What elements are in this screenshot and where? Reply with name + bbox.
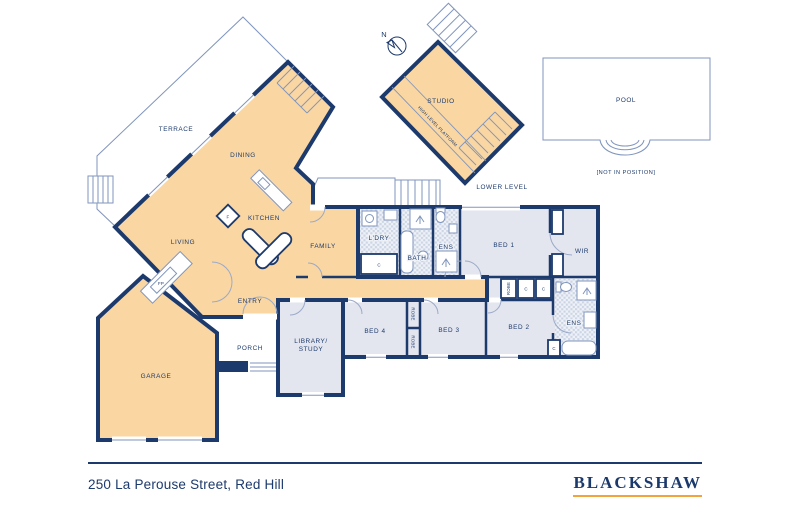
toilet bbox=[435, 211, 446, 223]
kitchen-island bbox=[255, 232, 293, 270]
windows bbox=[112, 93, 520, 444]
label-cupboard: C bbox=[377, 263, 380, 268]
label-studio: STUDIO bbox=[427, 98, 454, 105]
label-entry: ENTRY bbox=[238, 298, 262, 305]
label-wir: WIR bbox=[575, 248, 589, 255]
high-level-platform-lines bbox=[391, 75, 487, 174]
laundry-sink bbox=[383, 209, 398, 221]
north-compass: N bbox=[381, 30, 407, 56]
label-bath: BATH bbox=[408, 255, 427, 262]
label-fireplace: FP bbox=[158, 281, 164, 286]
pool-area bbox=[542, 57, 711, 156]
cupboard-cell bbox=[517, 278, 535, 299]
fireplace bbox=[139, 250, 193, 304]
label-cupboard: C bbox=[552, 346, 555, 351]
label-cupboard: C bbox=[542, 287, 545, 292]
outdoor-outlines bbox=[87, 2, 711, 372]
joinery bbox=[215, 203, 564, 357]
garage-outline bbox=[96, 273, 219, 442]
blackshaw-logo: BLACKSHAW bbox=[573, 473, 702, 497]
wir-shelf bbox=[551, 209, 564, 235]
north-arrow bbox=[386, 39, 396, 49]
laundry-cupboard bbox=[360, 253, 398, 275]
door-gaps bbox=[243, 204, 501, 320]
label-ens-main: ENS bbox=[439, 244, 454, 251]
kitchen-bench bbox=[250, 169, 293, 212]
studio-stairs bbox=[458, 111, 513, 166]
ens2-cupboard bbox=[547, 339, 561, 357]
stairs bbox=[276, 65, 513, 174]
studio-entry-stairs bbox=[426, 2, 478, 54]
label-ens-bed2: ENS bbox=[567, 320, 582, 327]
label-bed1: BED 1 bbox=[493, 242, 514, 249]
wir-shelf bbox=[551, 253, 564, 277]
main-house-outline bbox=[112, 59, 489, 319]
washer bbox=[361, 210, 378, 227]
pool-steps bbox=[610, 139, 640, 147]
property-address: 250 La Perouse Street, Red Hill bbox=[88, 477, 285, 492]
label-pool: POOL bbox=[616, 97, 636, 104]
label-porch: PORCH bbox=[237, 345, 263, 352]
dining-stairs bbox=[276, 65, 325, 114]
floorplan-drawing: N TERRACE DINING LIVING KITCHEN FAMILY E… bbox=[87, 2, 711, 444]
label-laundry: L'DRY bbox=[369, 235, 390, 242]
label-cupboard: C bbox=[524, 287, 527, 292]
terrace-stairs bbox=[87, 175, 114, 204]
fixture-labels: FP F C C C C ROBE ROBE ROBE bbox=[158, 215, 555, 352]
door-arcs bbox=[211, 206, 573, 334]
pool-steps bbox=[605, 139, 645, 151]
label-kitchen: KITCHEN bbox=[248, 215, 280, 222]
footer-divider bbox=[88, 462, 702, 464]
label-living: LIVING bbox=[171, 239, 195, 246]
label-robe: ROBE bbox=[411, 307, 416, 320]
north-label: N bbox=[381, 30, 386, 39]
porch-steps bbox=[250, 362, 278, 372]
label-terrace: TERRACE bbox=[159, 126, 193, 133]
label-lower-level: LOWER LEVEL bbox=[476, 184, 527, 191]
label-pool-note: [NOT IN POSITION] bbox=[597, 170, 656, 176]
label-bed2: BED 2 bbox=[508, 324, 529, 331]
vanity2 bbox=[583, 311, 597, 329]
terrace-area bbox=[96, 16, 289, 229]
label-garage: GARAGE bbox=[141, 373, 172, 380]
label-bed3: BED 3 bbox=[438, 327, 459, 334]
label-dining: DINING bbox=[230, 152, 256, 159]
label-robe: ROBE bbox=[506, 282, 511, 295]
label-robe: ROBE bbox=[411, 335, 416, 348]
library-outline bbox=[276, 298, 345, 397]
label-library-1: LIBRARY/ bbox=[294, 338, 327, 345]
ens-vanity bbox=[448, 223, 458, 234]
deck-stairs bbox=[394, 179, 441, 207]
deck-area bbox=[304, 177, 396, 208]
fixtures bbox=[250, 169, 597, 356]
label-fridge: F bbox=[227, 215, 230, 220]
label-library-2: STUDY bbox=[299, 346, 324, 353]
living-areas bbox=[96, 39, 525, 442]
label-bed4: BED 4 bbox=[364, 328, 385, 335]
studio-outline bbox=[379, 39, 525, 186]
porch-wall-stub bbox=[217, 361, 248, 372]
cupboard-cell bbox=[535, 278, 552, 299]
label-family: FAMILY bbox=[310, 243, 336, 250]
fridge-box bbox=[215, 203, 241, 229]
bathtub bbox=[400, 230, 414, 274]
robe-cell bbox=[500, 278, 517, 299]
bathtub2 bbox=[561, 340, 597, 356]
bath-vanity bbox=[417, 250, 429, 262]
toilet2 bbox=[560, 282, 572, 292]
